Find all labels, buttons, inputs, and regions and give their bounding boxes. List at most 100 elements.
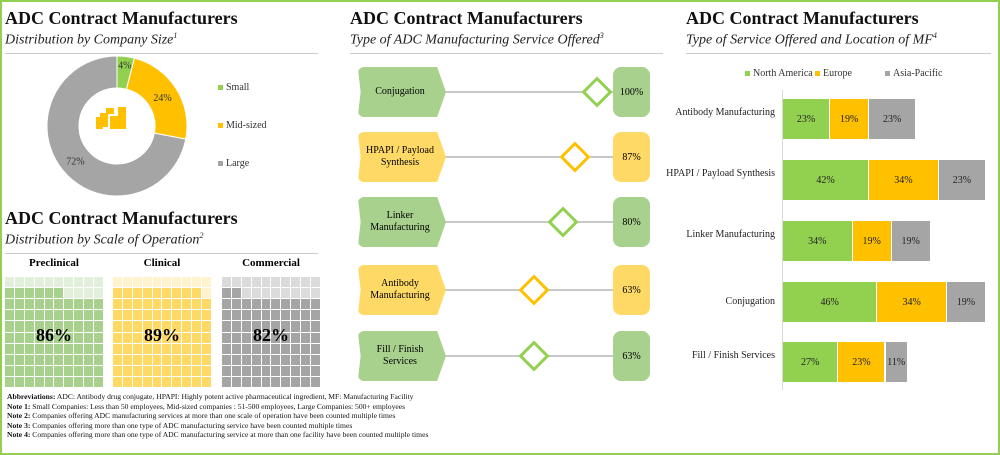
waffle-cell-filled [182, 299, 192, 310]
waffle-cell-filled [241, 321, 251, 332]
panel-title: ADC Contract Manufacturers [686, 8, 919, 28]
waffle-cell-empty [231, 277, 241, 288]
legend-item: Europe [815, 68, 852, 79]
donut-data-label: 72% [66, 156, 84, 167]
waffle-cell-filled [231, 354, 241, 365]
waffle-cell-filled [192, 288, 202, 299]
waffle-cell-filled [261, 343, 271, 354]
waffle-cell-filled [301, 365, 311, 376]
waffle-cell-filled [231, 376, 241, 387]
waffle-cell-filled [132, 376, 142, 387]
waffle-cell-filled [152, 354, 162, 365]
waffle-cell-filled [162, 299, 172, 310]
waffle-cell-filled [122, 376, 132, 387]
waffle-cell-filled [241, 343, 251, 354]
waffle-cell-filled [301, 299, 311, 310]
percentage-box: 63% [613, 331, 650, 381]
footnote-label: Note 4: [7, 430, 31, 440]
waffle-cell-filled [251, 376, 261, 387]
waffle-cell-filled [54, 332, 64, 343]
waffle-cell-filled [311, 354, 320, 365]
waffle-cell-filled [84, 376, 94, 387]
waffle-cell-filled [271, 332, 281, 343]
waffle-cell-filled [14, 376, 24, 387]
waffle-cell-filled [202, 299, 211, 310]
waffle-cell-filled [64, 299, 74, 310]
waffle-cell-filled [241, 376, 251, 387]
waffle-cell-filled [172, 354, 182, 365]
waffle-cell-filled [162, 321, 172, 332]
waffle-cell-filled [261, 332, 271, 343]
waffle-cell-filled [281, 343, 291, 354]
waffle-cell-filled [162, 354, 172, 365]
waffle-cell-empty [301, 277, 311, 288]
legend-swatch [218, 123, 223, 128]
percentage-box: 100% [613, 67, 650, 117]
legend-label: Large [226, 158, 250, 169]
waffle-cell-filled [132, 365, 142, 376]
waffle-cell-filled [182, 365, 192, 376]
waffle-cell-filled [301, 376, 311, 387]
waffle-cell-filled [172, 288, 182, 299]
waffle-cell-filled [172, 343, 182, 354]
value-diamond-marker [559, 141, 591, 173]
waffle-cell-filled [5, 354, 14, 365]
footnote-label: Note 2: [7, 411, 31, 421]
waffle-cell-filled [34, 365, 44, 376]
donut-slice-large [46, 55, 187, 197]
bar-segment-north-america: 23% [783, 99, 831, 139]
waffle-cell-filled [34, 354, 44, 365]
bar-segment-europe: 34% [877, 282, 947, 322]
waffle-cell-filled [222, 376, 231, 387]
waffle-cell-filled [222, 310, 231, 321]
waffle-cell-filled [94, 321, 103, 332]
waffle-cell-filled [172, 376, 182, 387]
waffle-cell-filled [142, 365, 152, 376]
waffle-cell-empty [261, 288, 271, 299]
waffle-cell-empty [301, 288, 311, 299]
waffle-cell-empty [64, 288, 74, 299]
waffle-cell-filled [192, 321, 202, 332]
waffle-cell-filled [142, 288, 152, 299]
waffle-cell-empty [64, 277, 74, 288]
bar-segment-asia-pacific: 23% [869, 99, 917, 139]
value-diamond-marker [547, 206, 579, 238]
waffle-cell-filled [311, 376, 320, 387]
legend-swatch [218, 161, 223, 166]
legend-swatch [815, 71, 820, 76]
waffle-cell-empty [261, 277, 271, 288]
panel-subtitle: Distribution by Scale of Operation2 [5, 231, 204, 248]
waffle-cell-filled [74, 354, 84, 365]
waffle-cell-filled [271, 310, 281, 321]
waffle-cell-empty [182, 277, 192, 288]
waffle-grid-commercial [222, 277, 320, 387]
waffle-cell-filled [281, 332, 291, 343]
waffle-cell-filled [192, 343, 202, 354]
waffle-cell-filled [94, 376, 103, 387]
waffle-cell-filled [24, 354, 34, 365]
waffle-cell-filled [152, 321, 162, 332]
waffle-cell-filled [251, 354, 261, 365]
waffle-cell-filled [202, 332, 211, 343]
waffle-cell-filled [14, 299, 24, 310]
footnote-text: Companies offering more than one type of… [30, 420, 353, 430]
waffle-cell-filled [202, 310, 211, 321]
waffle-cell-filled [261, 310, 271, 321]
waffle-cell-filled [202, 365, 211, 376]
waffle-cell-filled [142, 343, 152, 354]
waffle-cell-filled [84, 343, 94, 354]
waffle-cell-filled [122, 321, 132, 332]
waffle-cell-filled [251, 321, 261, 332]
waffle-cell-filled [5, 376, 14, 387]
waffle-cell-filled [241, 365, 251, 376]
waffle-cell-filled [24, 343, 34, 354]
donut-data-label: 4% [118, 60, 131, 71]
footnote: Abbreviations: ADC: Antibody drug conjug… [7, 392, 428, 402]
waffle-cell-filled [182, 288, 192, 299]
waffle-cell-filled [152, 288, 162, 299]
value-diamond-marker [518, 340, 550, 372]
waffle-cell-filled [301, 321, 311, 332]
waffle-cell-empty [291, 277, 301, 288]
percentage-box: 80% [613, 197, 650, 247]
waffle-cell-filled [162, 365, 172, 376]
